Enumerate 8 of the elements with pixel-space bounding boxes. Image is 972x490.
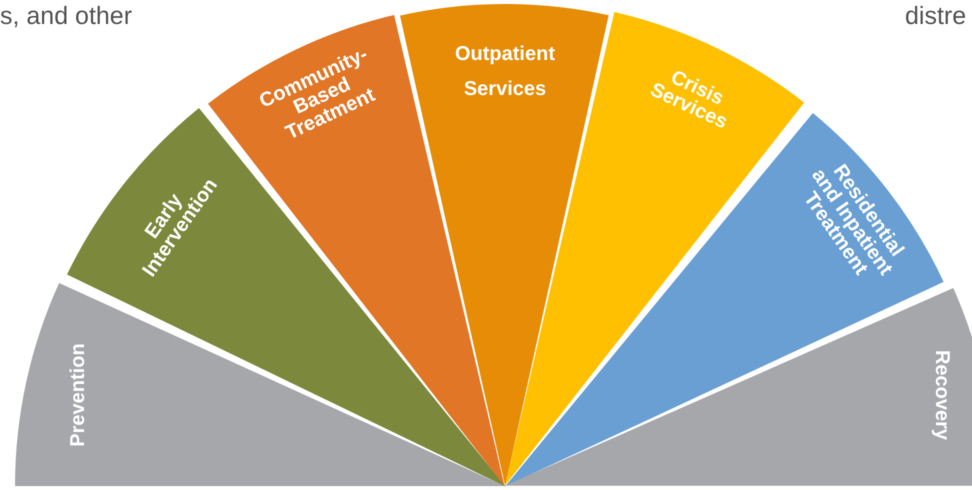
segment-label: Prevention bbox=[68, 342, 88, 449]
fan-segment bbox=[15, 282, 505, 486]
segment-label: Recovery bbox=[932, 348, 952, 442]
fan-segment bbox=[505, 288, 972, 486]
heading-text-fragment: distre bbox=[905, 2, 966, 31]
segment-label: Outpatient Services bbox=[454, 42, 556, 102]
heading-text-fragment: s, and other bbox=[0, 2, 132, 31]
fan-segment bbox=[400, 4, 608, 486]
